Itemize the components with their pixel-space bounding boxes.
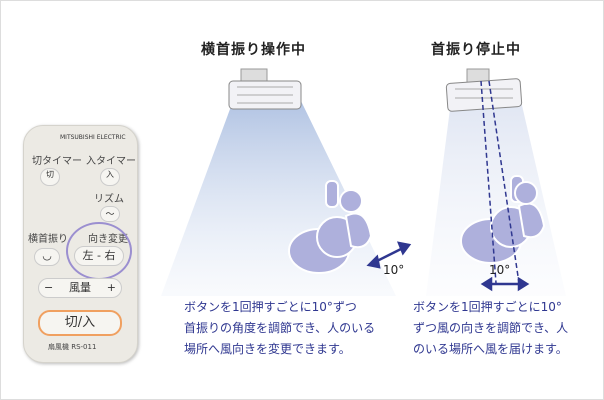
left-title: 横首振り操作中 [201,42,306,58]
rhythm-label: リズム [94,194,124,205]
left-description: ボタンを1回押すごとに10°ずつ 首振りの角度を調節でき、人のいる 場所へ風向き… [184,300,376,356]
right-angle-label: 10° [489,263,511,277]
arrow-right-icon [480,276,530,292]
off-timer-button[interactable]: 切 [40,168,60,186]
swing-label: 横首振り [28,234,68,245]
off-timer-label: 切タイマー [32,156,82,167]
brand-logo: MITSUBISHI ELECTRIC [60,134,126,141]
angle-line-right [480,80,497,284]
fan-speed-control: − 風量 + [38,278,122,298]
remote-control: MITSUBISHI ELECTRIC 切タイマー 入タイマー 切 入 リズム … [23,125,138,363]
model-label: 扇風機 RS-011 [48,343,97,351]
right-description: ボタンを1回押すごとに10° ずつ風の向きを調節でき、人 のいる場所へ風を届けま… [413,300,569,356]
right-title: 首振り停止中 [431,42,521,58]
on-timer-button[interactable]: 入 [100,168,120,186]
fan-speed-label: 風量 [69,281,91,294]
fan-right [445,68,523,112]
power-button[interactable]: 切/入 [38,310,122,336]
fan-minus-button[interactable]: − [44,281,54,294]
on-timer-label: 入タイマー [86,156,136,167]
rhythm-button[interactable]: 〜 [100,206,120,222]
fan-left [228,68,302,110]
person-left [288,180,373,274]
swing-button[interactable]: ◡ [34,248,60,266]
left-angle-label: 10° [383,263,405,277]
highlight-circle [66,222,132,280]
wind-beam-right [426,101,566,296]
fan-plus-button[interactable]: + [106,281,116,294]
arrow-left-icon [366,241,412,269]
